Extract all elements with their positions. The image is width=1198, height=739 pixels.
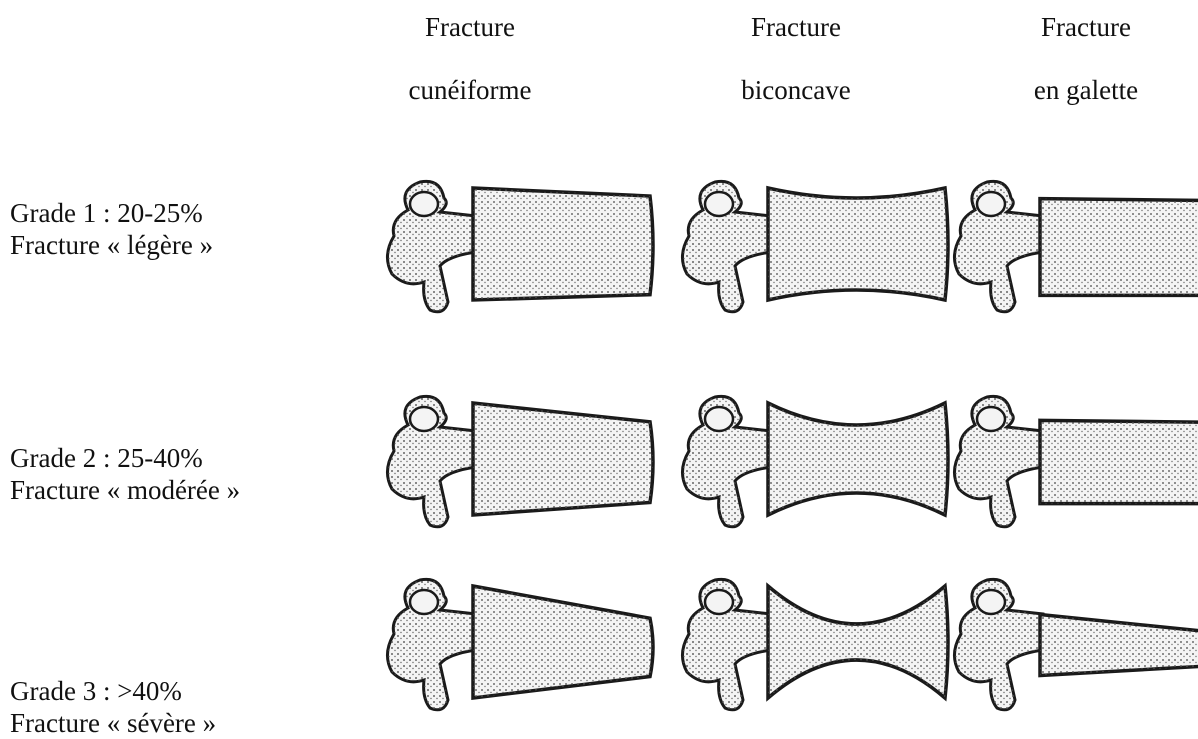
- vertebral-body-texture: [473, 403, 653, 515]
- articular-process: [705, 192, 733, 216]
- column-header-line2: en galette: [956, 77, 1198, 104]
- row-label-grade-1: Grade 1 : 20-25% Fracture « légère »: [10, 197, 213, 261]
- grade-text: Grade 1 : 20-25%: [10, 197, 213, 229]
- vertebra-drawing: [673, 568, 973, 718]
- severity-text: Fracture « modérée »: [10, 474, 240, 506]
- vertebra-drawing: [945, 568, 1198, 718]
- articular-process: [410, 407, 438, 431]
- vertebra-drawing: [378, 170, 678, 320]
- vertebra-drawing: [945, 170, 1198, 320]
- row-label-grade-3: Grade 3 : >40% Fracture « sévère »: [10, 675, 216, 739]
- vertebral-body-texture: [768, 188, 948, 300]
- vertebra-crush-grade-2: [945, 385, 1198, 535]
- vertebral-body-texture: [768, 403, 948, 515]
- row-label-grade-2: Grade 2 : 25-40% Fracture « modérée »: [10, 442, 240, 506]
- severity-text: Fracture « légère »: [10, 229, 213, 261]
- vertebral-body-texture: [1040, 420, 1198, 503]
- vertebral-body-texture: [473, 586, 653, 698]
- articular-process: [410, 192, 438, 216]
- vertebra-wedge-grade-2: [378, 385, 678, 535]
- vertebra-drawing: [673, 385, 973, 535]
- vertebra-wedge-grade-1: [378, 170, 678, 320]
- vertebra-crush-grade-3: [945, 568, 1198, 718]
- vertebra-biconcave-grade-2: [673, 385, 973, 535]
- column-header-line2: cunéiforme: [340, 77, 600, 104]
- grade-text: Grade 2 : 25-40%: [10, 442, 240, 474]
- vertebra-drawing: [378, 568, 678, 718]
- vertebra-drawing: [673, 170, 973, 320]
- articular-process: [977, 192, 1005, 216]
- articular-process: [705, 407, 733, 431]
- vertebral-body-texture: [1040, 615, 1198, 676]
- column-header-line1: Fracture: [425, 12, 515, 42]
- vertebra-wedge-grade-3: [378, 568, 678, 718]
- column-header-line1: Fracture: [751, 12, 841, 42]
- vertebra-drawing: [378, 385, 678, 535]
- grade-text: Grade 3 : >40%: [10, 675, 216, 707]
- severity-text: Fracture « sévère »: [10, 707, 216, 739]
- column-header-wedge: Fracture cunéiforme: [340, 14, 600, 104]
- articular-process: [705, 590, 733, 614]
- vertebra-biconcave-grade-1: [673, 170, 973, 320]
- column-header-line1: Fracture: [1041, 12, 1131, 42]
- column-header-line2: biconcave: [666, 77, 926, 104]
- articular-process: [410, 590, 438, 614]
- articular-process: [977, 407, 1005, 431]
- vertebra-crush-grade-1: [945, 170, 1198, 320]
- vertebral-body-texture: [1040, 199, 1198, 296]
- column-header-biconcave: Fracture biconcave: [666, 14, 926, 104]
- vertebra-biconcave-grade-3: [673, 568, 973, 718]
- vertebra-drawing: [945, 385, 1198, 535]
- column-header-crush: Fracture en galette: [956, 14, 1198, 104]
- articular-process: [977, 590, 1005, 614]
- vertebral-body-texture: [473, 188, 653, 300]
